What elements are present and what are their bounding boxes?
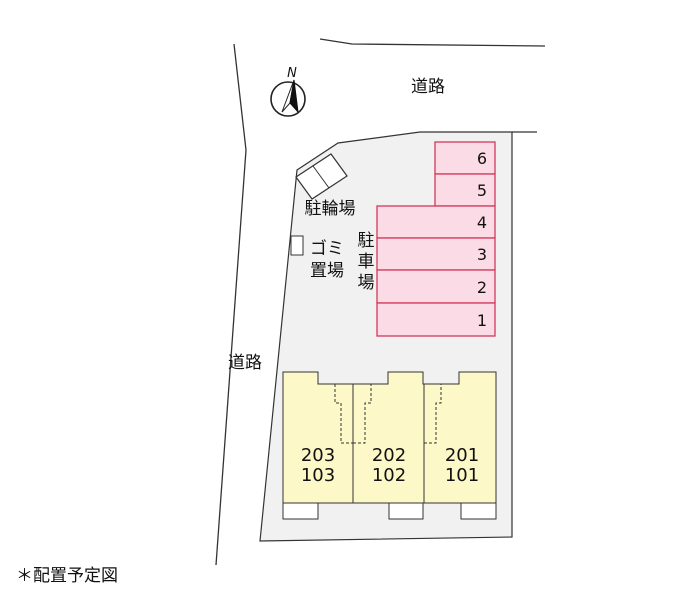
parking-space-5: 5	[434, 173, 496, 207]
unit-upper-number: 203	[301, 445, 335, 466]
garbage-area-box	[290, 235, 304, 256]
parking-space-number: 6	[477, 149, 487, 168]
bicycle-parking-label: 駐輪場	[305, 199, 356, 219]
parking-space-4: 4	[376, 205, 496, 239]
parking-label-char-1: 駐	[358, 231, 375, 251]
bicycle-parking-structure	[295, 153, 348, 200]
parking-space-number: 5	[477, 181, 487, 200]
north-arrow-icon: N	[270, 66, 306, 117]
unit-lower-number: 102	[372, 465, 406, 486]
north-road-label: 道路	[411, 77, 445, 97]
parking-space-number: 4	[477, 213, 487, 232]
unit-upper-number: 201	[445, 445, 479, 466]
parking-space-number: 2	[477, 278, 487, 297]
staircase-outline	[424, 384, 442, 444]
staircase-outline	[353, 384, 372, 444]
staircase-outline	[334, 384, 353, 444]
unit-lower-number: 101	[445, 465, 479, 486]
north-road	[319, 38, 546, 47]
parking-label-char-2: 車	[358, 252, 375, 272]
parking-space-3: 3	[376, 237, 496, 271]
parking-space-number: 3	[477, 245, 487, 264]
west-road	[215, 43, 247, 566]
garbage-area-label-line2: 置場	[310, 261, 344, 281]
west-road-label: 道路	[228, 353, 262, 373]
apartment-building: 203 103 202 102 201 101	[282, 371, 497, 520]
unit-lower-number: 103	[301, 465, 335, 486]
parking-space-2: 2	[376, 269, 496, 304]
parking-space-6: 6	[434, 141, 496, 175]
unit-upper-number: 202	[372, 445, 406, 466]
garbage-area-label-line1: ゴミ	[310, 238, 344, 259]
map-caption: ＊配置予定図	[16, 566, 118, 586]
parking-space-1: 1	[376, 302, 496, 337]
unit-entrance	[282, 502, 319, 520]
unit-entrance	[460, 502, 497, 520]
parking-label-char-3: 場	[358, 273, 375, 293]
parking-space-number: 1	[477, 311, 487, 330]
unit-entrance	[388, 502, 424, 520]
north-letter: N	[287, 66, 297, 81]
